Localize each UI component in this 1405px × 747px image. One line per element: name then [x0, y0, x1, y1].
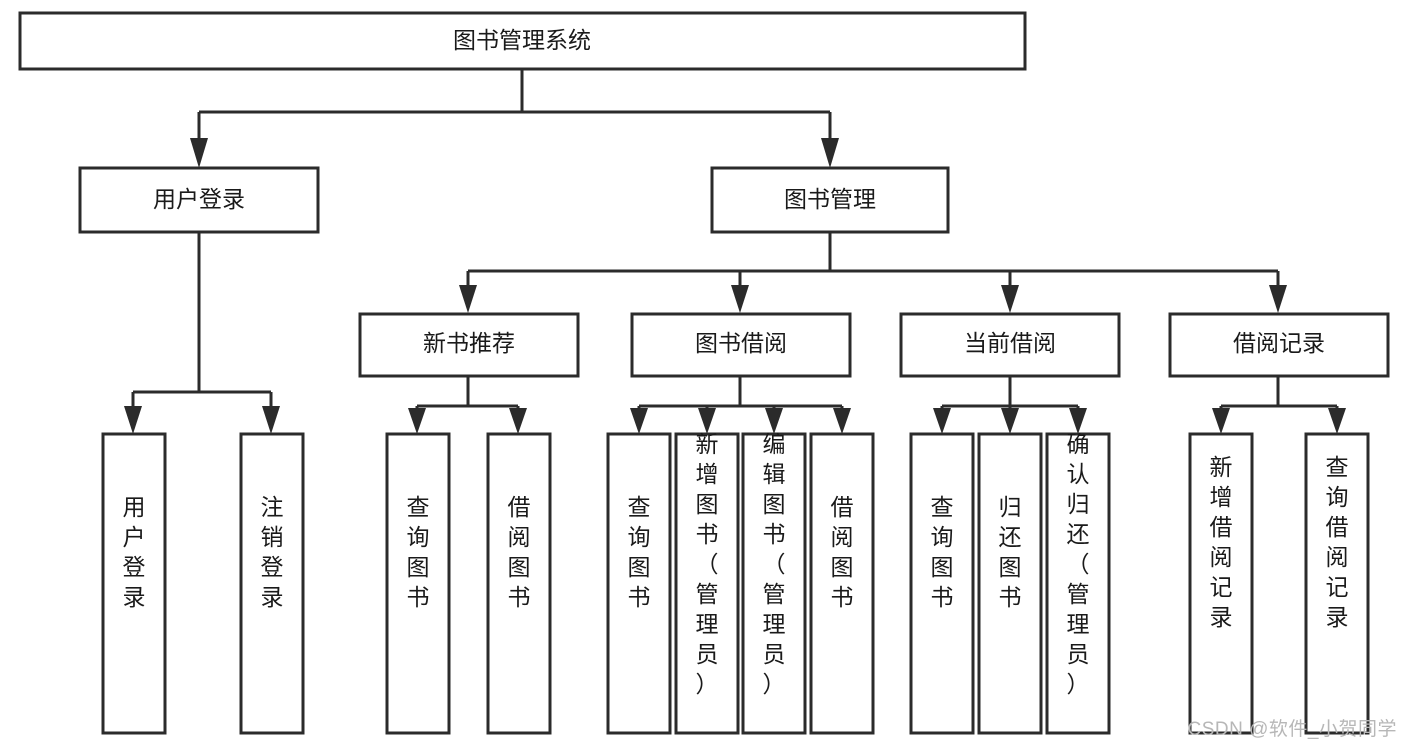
arrow-head-bb-borrow-book [833, 408, 851, 434]
leaf-br-query-record-label: 查询借阅记录 [1326, 454, 1349, 630]
leaf-node-cb-query-book[interactable]: 查询图书 [909, 432, 975, 735]
connector-group-user-login [124, 232, 280, 434]
leaf-node-cb-confirm-return[interactable]: 确认归还（管理员） [1045, 431, 1111, 735]
node-current-borrow[interactable]: 当前借阅 [899, 312, 1121, 378]
arrow-head-cb-confirm-return [1069, 408, 1087, 434]
node-book-borrow-box [630, 312, 852, 378]
node-user-login-box [78, 166, 320, 234]
arrow-head-leaf-user-login [124, 406, 142, 434]
leaf-node-br-query-record[interactable]: 查询借阅记录 [1304, 432, 1370, 735]
leaf-node-bb-borrow-book[interactable]: 借阅图书 [809, 432, 875, 735]
leaf-bb-edit-book-label: 编辑图书（管理员） [763, 431, 786, 697]
node-user-login[interactable]: 用户登录 [78, 166, 320, 234]
arrow-head-nb-borrow-book [509, 408, 527, 434]
connector-group-new-book [408, 375, 527, 434]
arrow-head-user-login [190, 138, 208, 168]
arrow-head-current-borrow [1001, 285, 1019, 313]
arrow-head-borrow-record [1269, 285, 1287, 313]
leaf-node-user-login[interactable]: 用户登录 [101, 432, 167, 735]
leaf-node-nb-query-book[interactable]: 查询图书 [385, 432, 451, 735]
leaf-node-bb-edit-book[interactable]: 编辑图书（管理员） [741, 431, 807, 735]
arrow-head-book-manage [821, 138, 839, 168]
arrow-head-cb-return-book [1001, 408, 1019, 434]
node-borrow-record-label: 借阅记录 [1233, 330, 1325, 356]
leaf-nb-borrow-book-label: 借阅图书 [508, 494, 531, 610]
arrow-head-br-add-record [1212, 408, 1230, 434]
arrow-head-leaf-logout [262, 406, 280, 434]
node-new-book-recommend-box [358, 312, 580, 378]
arrow-head-bb-add-book [698, 408, 716, 434]
leaf-br-add-record-label: 新增借阅记录 [1210, 454, 1233, 630]
leaf-bb-query-book-label: 查询图书 [628, 494, 651, 610]
arrow-head-cb-query-book [933, 408, 951, 434]
node-current-borrow-box [899, 312, 1121, 378]
leaf-user-login-label: 用户登录 [123, 494, 146, 610]
leaf-bb-add-book-label: 新增图书（管理员） [696, 431, 719, 697]
node-book-borrow-label: 图书借阅 [695, 330, 787, 356]
arrow-head-bb-query-book [630, 408, 648, 434]
leaf-node-logout[interactable]: 注销登录 [239, 432, 305, 735]
connector-group-book-manage [459, 232, 1287, 313]
leaf-cb-confirm-return-label: 确认归还（管理员） [1067, 431, 1090, 697]
node-book-management-box [710, 166, 950, 234]
node-root-box [18, 11, 1027, 71]
leaf-cb-confirm-return-box [1045, 432, 1111, 735]
leaf-node-br-add-record[interactable]: 新增借阅记录 [1188, 432, 1254, 735]
leaf-bb-query-book-box [606, 432, 672, 735]
node-book-management[interactable]: 图书管理 [710, 166, 950, 234]
leaf-nb-query-book-box [385, 432, 451, 735]
leaf-node-bb-query-book[interactable]: 查询图书 [606, 432, 672, 735]
node-borrow-record-box [1168, 312, 1390, 378]
leaf-node-nb-borrow-book[interactable]: 借阅图书 [486, 432, 552, 735]
leaf-bb-edit-book-box [741, 432, 807, 735]
node-book-management-label: 图书管理 [784, 186, 876, 212]
leaf-logout-box [239, 432, 305, 735]
node-root-label: 图书管理系统 [453, 27, 591, 53]
node-borrow-record[interactable]: 借阅记录 [1168, 312, 1390, 378]
connector-group-root [190, 69, 839, 168]
arrow-head-nb-query-book [408, 408, 426, 434]
leaf-logout-label: 注销登录 [261, 494, 284, 610]
leaf-node-cb-return-book[interactable]: 归还图书 [977, 432, 1043, 735]
arrow-head-new-book [459, 285, 477, 313]
leaf-bb-borrow-book-label: 借阅图书 [831, 494, 854, 610]
leaf-bb-add-book-box [674, 432, 740, 735]
leaf-cb-query-book-box [909, 432, 975, 735]
node-new-book-recommend-label: 新书推荐 [423, 330, 515, 356]
leaf-cb-return-book-box [977, 432, 1043, 735]
leaf-cb-return-book-label: 归还图书 [999, 494, 1022, 610]
connector-group-current-borrow [933, 375, 1087, 434]
leaf-br-add-record-box [1188, 432, 1254, 735]
leaf-user-login-box [101, 432, 167, 735]
leaf-node-bb-add-book[interactable]: 新增图书（管理员） [674, 431, 740, 735]
arrow-head-bb-edit-book [765, 408, 783, 434]
leaf-bb-borrow-book-box [809, 432, 875, 735]
connector-group-book-borrow [630, 375, 851, 434]
node-new-book-recommend[interactable]: 新书推荐 [358, 312, 580, 378]
arrow-head-book-borrow [731, 285, 749, 313]
arrow-head-br-query-record [1328, 408, 1346, 434]
connector-group-borrow-record [1212, 375, 1346, 434]
leaf-nb-borrow-book-box [486, 432, 552, 735]
node-root-book-management-system[interactable]: 图书管理系统 [18, 11, 1027, 71]
leaf-nb-query-book-label: 查询图书 [407, 494, 430, 610]
node-book-borrow[interactable]: 图书借阅 [630, 312, 852, 378]
node-current-borrow-label: 当前借阅 [964, 330, 1056, 356]
leaf-br-query-record-box [1304, 432, 1370, 735]
node-user-login-label: 用户登录 [153, 186, 245, 212]
leaf-cb-query-book-label: 查询图书 [931, 494, 954, 610]
